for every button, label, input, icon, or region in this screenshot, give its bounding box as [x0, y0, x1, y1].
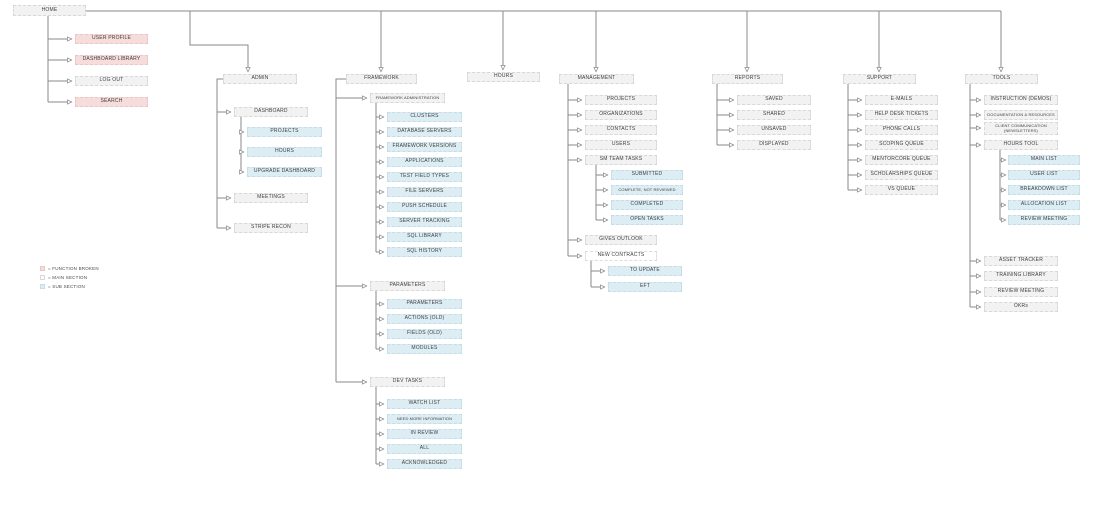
- node-review-meeting: REVIEW MEETING: [1008, 215, 1080, 225]
- node-unsaved: UNSAVED: [737, 125, 811, 135]
- node-users: USERS: [585, 140, 657, 150]
- legend-swatch-main-icon: [40, 275, 45, 280]
- node-need-more-information: NEED MORE INFORMATION: [387, 414, 462, 424]
- legend-swatch-broken-icon: [40, 266, 45, 271]
- node-e-mails: E-MAILS: [865, 95, 938, 105]
- legend-item-broken: = FUNCTION BROKEN: [40, 266, 99, 271]
- node-in-review: IN REVIEW: [387, 429, 462, 439]
- connector-line: [189, 11, 251, 73]
- node-admin: ADMIN: [223, 74, 297, 84]
- node-clusters: CLUSTERS: [387, 112, 462, 122]
- node-sql-library: SQL LIBRARY: [387, 232, 462, 242]
- node-eft: EFT: [608, 282, 682, 292]
- node-saved: SAVED: [737, 95, 811, 105]
- node-meetings: MEETINGS: [234, 193, 308, 203]
- node-dashboard: DASHBOARD: [234, 107, 308, 117]
- node-help-desk-tickets: HELP DESK TICKETS: [865, 110, 938, 120]
- node-watch-list: WATCH LIST: [387, 399, 462, 409]
- node-actions-old: ACTIONS (OLD): [387, 314, 462, 324]
- connector-line: [335, 78, 346, 382]
- node-to-update: TO UPDATE: [608, 266, 682, 276]
- node-modules: MODULES: [387, 344, 462, 354]
- node-framework: FRAMEWORK: [346, 74, 417, 84]
- node-breakdown-list: BREAKDOWN LIST: [1008, 185, 1080, 195]
- node-database-servers: DATABASE SERVERS: [387, 127, 462, 137]
- node-allocation-list: ALLOCATION LIST: [1008, 200, 1080, 210]
- legend-item-main: = MAIN SECTION: [40, 275, 99, 280]
- node-vs-queue: VS QUEUE: [865, 185, 938, 195]
- node-client-communication-newsletters: CLIENT COMMUNICATION (NEWSLETTERS): [984, 122, 1058, 135]
- legend-label: = MAIN SECTION: [48, 275, 88, 280]
- node-organizations: ORGANIZATIONS: [585, 110, 657, 120]
- node-main-list: MAIN LIST: [1008, 155, 1080, 165]
- node-log-out: LOG OUT: [75, 76, 148, 86]
- legend-label: = FUNCTION BROKEN: [48, 266, 99, 271]
- node-reports: REPORTS: [712, 74, 783, 84]
- node-push-schedule: PUSH SCHEDULE: [387, 202, 462, 212]
- node-sm-team-tasks: SM TEAM TASKS: [585, 155, 657, 165]
- node-applications: APPLICATIONS: [387, 157, 462, 167]
- node-test-field-types: TEST FIELD TYPES: [387, 172, 462, 182]
- node-documentation-resources: DOCUMENTATION & RESOURCES: [984, 110, 1058, 120]
- node-user-list: USER LIST: [1008, 170, 1080, 180]
- node-all: ALL: [387, 444, 462, 454]
- node-gives-outlook: GIVES OUTLOOK: [585, 235, 657, 245]
- node-instruction-demos: INSTRUCTION (DEMOS): [984, 95, 1058, 105]
- node-dev-tasks: DEV TASKS: [370, 377, 445, 387]
- node-parameters: PARAMETERS: [370, 281, 445, 291]
- node-submitted: SUBMITTED: [611, 170, 683, 180]
- node-fields-old: FIELDS (OLD): [387, 329, 462, 339]
- node-management: MANAGEMENT: [559, 74, 634, 84]
- legend-label: = SUB SECTION: [48, 284, 85, 289]
- node-user-profile: USER PROFILE: [75, 34, 148, 44]
- legend: = FUNCTION BROKEN = MAIN SECTION = SUB SEC…: [40, 266, 99, 289]
- node-asset-tracker: ASSET TRACKER: [984, 256, 1058, 266]
- node-framework-administration: FRAMEWORK ADMINISTRATION: [370, 93, 445, 103]
- node-file-servers: FILE SERVERS: [387, 187, 462, 197]
- node-displayed: DISPLAYED: [737, 140, 811, 150]
- node-okrs: OKRs: [984, 302, 1058, 312]
- node-scholarships-queue: SCHOLARSHIPS QUEUE: [865, 170, 938, 180]
- node-review-meeting: REVIEW MEETING: [984, 287, 1058, 297]
- node-home: HOME: [13, 5, 86, 16]
- node-projects: PROJECTS: [247, 127, 322, 137]
- node-new-contracts: NEW CONTRACTS: [585, 251, 657, 261]
- node-hours: HOURS: [467, 72, 540, 82]
- node-acknowledged: ACKNOWLEDGED: [387, 459, 462, 469]
- node-framework-versions: FRAMEWORK VERSIONS: [387, 142, 462, 152]
- node-hours-tool: HOURS TOOL: [984, 140, 1058, 150]
- node-parameters: PARAMETERS: [387, 299, 462, 309]
- node-open-tasks: OPEN TASKS: [611, 215, 683, 225]
- node-tools: TOOLS: [965, 74, 1038, 84]
- node-server-tracking: SERVER TRACKING: [387, 217, 462, 227]
- node-projects: PROJECTS: [585, 95, 657, 105]
- node-search: SEARCH: [75, 97, 148, 107]
- node-stripe-recon: STRIPE RECON: [234, 223, 308, 233]
- node-sql-history: SQL HISTORY: [387, 247, 462, 257]
- node-dashboard-library: DASHBOARD LIBRARY: [75, 55, 148, 65]
- node-mentorcore-queue: MENTORCORE QUEUE: [865, 155, 938, 165]
- node-phone-calls: PHONE CALLS: [865, 125, 938, 135]
- legend-swatch-sub-icon: [40, 284, 45, 289]
- legend-item-sub: = SUB SECTION: [40, 284, 99, 289]
- node-hours: HOURS: [247, 147, 322, 157]
- connector-line: [216, 78, 223, 228]
- node-contacts: CONTACTS: [585, 125, 657, 135]
- node-upgrade-dashboard: UPGRADE DASHBOARD: [247, 167, 322, 177]
- node-scoping-queue: SCOPING QUEUE: [865, 140, 938, 150]
- node-training-library: TRAINING LIBRARY: [984, 271, 1058, 281]
- node-shared: SHARED: [737, 110, 811, 120]
- node-support: SUPPORT: [843, 74, 916, 84]
- node-complete-not-reviewed: COMPLETE, NOT REVIEWED: [611, 185, 683, 195]
- node-completed: COMPLETED: [611, 200, 683, 210]
